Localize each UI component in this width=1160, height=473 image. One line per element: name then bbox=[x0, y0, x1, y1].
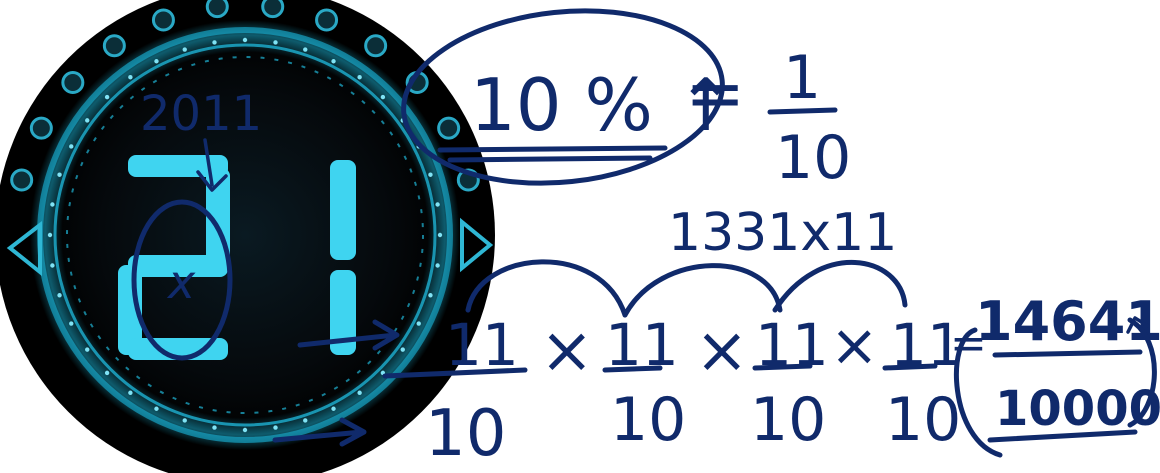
digit-1 bbox=[330, 160, 356, 355]
bar-4 bbox=[882, 363, 938, 371]
tick-mark bbox=[428, 172, 433, 177]
factor-1: 11 bbox=[445, 311, 519, 379]
bolt-icon bbox=[61, 70, 85, 94]
tick-mark bbox=[273, 40, 278, 45]
tick-mark bbox=[154, 406, 159, 411]
fraction-numerator: 1 bbox=[783, 43, 821, 113]
gauge-bolts bbox=[10, 0, 480, 192]
tick-mark bbox=[85, 118, 90, 123]
ellipse-annotation bbox=[401, 8, 725, 186]
tick-mark bbox=[212, 425, 217, 430]
tick-mark bbox=[50, 202, 55, 207]
bolt-icon bbox=[261, 0, 285, 19]
tick-mark bbox=[128, 75, 133, 80]
note-gauge-year: 2011 bbox=[140, 86, 262, 142]
note-percent: 10 % ↑ bbox=[470, 63, 736, 147]
pointer-arrow-1 bbox=[297, 319, 400, 351]
right-arrow-icon bbox=[460, 217, 494, 273]
tick-mark bbox=[435, 202, 440, 207]
tick-mark bbox=[69, 321, 74, 326]
tick-mark bbox=[104, 370, 110, 376]
tick-mark bbox=[182, 47, 187, 52]
bolt-icon bbox=[10, 168, 34, 192]
tick-mark bbox=[437, 232, 443, 238]
bolt-icon bbox=[364, 34, 388, 58]
result-underline bbox=[987, 429, 1138, 443]
tick-mark bbox=[69, 144, 74, 149]
tick-mark bbox=[273, 425, 278, 430]
note-product: 1331x11 bbox=[668, 203, 897, 263]
tick-mark bbox=[400, 347, 405, 352]
tick-mark bbox=[57, 172, 62, 177]
tick-mark bbox=[154, 59, 159, 64]
bar-1 bbox=[382, 367, 528, 379]
denom-2: 10 bbox=[610, 385, 686, 455]
tick-mark bbox=[212, 40, 217, 45]
times-3: × bbox=[830, 311, 879, 379]
tick-mark bbox=[242, 427, 248, 433]
tick-mark bbox=[331, 406, 336, 411]
tick-mark bbox=[182, 418, 187, 423]
tick-mark bbox=[85, 347, 90, 352]
bracket-loop bbox=[954, 317, 1157, 458]
bolt-icon bbox=[102, 34, 126, 58]
tick-mark bbox=[50, 263, 55, 268]
bolt-icon bbox=[315, 8, 339, 32]
bolt-icon bbox=[205, 0, 229, 19]
arc-1 bbox=[465, 259, 628, 318]
underline-strokes bbox=[437, 145, 668, 163]
denom-4: 10 bbox=[885, 385, 961, 455]
fraction-bar bbox=[767, 107, 838, 115]
bar-2 bbox=[602, 365, 663, 373]
tick-mark bbox=[416, 321, 421, 326]
times-2: × bbox=[695, 314, 749, 388]
tick-mark bbox=[331, 59, 336, 64]
tick-mark bbox=[428, 293, 433, 298]
circle-annotation bbox=[131, 199, 233, 361]
times-1: × bbox=[540, 314, 594, 388]
denom-1: 10 bbox=[425, 397, 506, 471]
loop-arrow-icon bbox=[1126, 316, 1150, 334]
arrow-down-icon bbox=[196, 138, 228, 192]
bolt-icon bbox=[29, 116, 53, 140]
tick-mark bbox=[303, 418, 308, 423]
arc-3 bbox=[772, 259, 908, 313]
left-arrow-icon bbox=[6, 220, 42, 277]
pointer-arrow-2 bbox=[272, 417, 367, 447]
tick-mark bbox=[357, 75, 362, 80]
bolt-icon bbox=[151, 8, 175, 32]
gauge-tick-triangles bbox=[47, 37, 443, 433]
fraction-denominator: 10 bbox=[775, 123, 851, 193]
tick-mark bbox=[47, 232, 53, 238]
bolt-icon bbox=[437, 116, 461, 140]
tick-mark bbox=[128, 390, 133, 395]
note-equals: = bbox=[685, 51, 745, 135]
arc-2 bbox=[622, 263, 783, 318]
tick-mark bbox=[357, 390, 362, 395]
tick-mark bbox=[104, 94, 110, 100]
tick-mark bbox=[303, 47, 308, 52]
note-gauge-var: x bbox=[166, 255, 196, 309]
result-denominator: 10000 bbox=[995, 381, 1160, 437]
tick-mark bbox=[242, 37, 248, 43]
tick-mark bbox=[57, 293, 62, 298]
bar-3 bbox=[752, 363, 813, 371]
gauge-glow bbox=[30, 20, 460, 450]
tick-mark bbox=[380, 94, 386, 100]
denom-3: 10 bbox=[750, 385, 826, 455]
result-bar bbox=[992, 349, 1143, 358]
tick-mark bbox=[435, 263, 440, 268]
